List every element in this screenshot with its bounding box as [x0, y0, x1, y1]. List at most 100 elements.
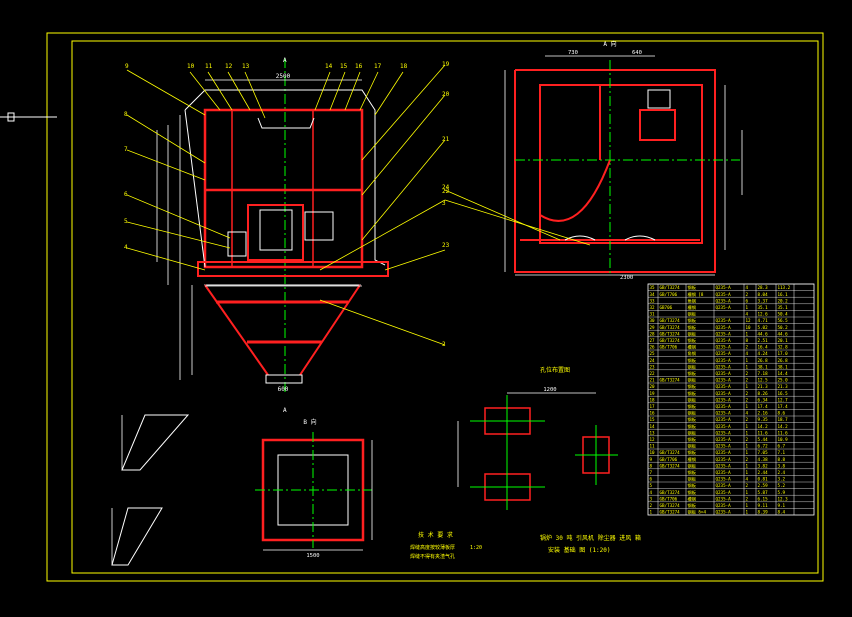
dim-top-width: 2500: [276, 73, 291, 80]
table-cell: Q235-A: [716, 470, 732, 475]
part-18: 18: [400, 63, 408, 70]
table-cell: GB/T3274: [660, 318, 681, 323]
table-cell: 2: [746, 345, 749, 350]
leader-8: [126, 114, 206, 164]
dim-outlet: 600: [278, 386, 289, 393]
table-cell: 19: [650, 391, 656, 396]
table-cell: 1: [746, 424, 749, 429]
leader-18: [374, 71, 404, 116]
table-cell: 4: [746, 477, 749, 482]
table-cell: 4: [746, 312, 749, 317]
table-cell: 6.72: [758, 444, 769, 449]
table-cell: 1: [746, 503, 749, 508]
view-a-inner-box: [539, 84, 703, 244]
table-cell: 钢板 δ=4: [688, 509, 707, 516]
part-11: 11: [205, 63, 213, 70]
table-cell: 14: [650, 424, 656, 429]
tech-title: 技 术 要 求: [418, 531, 453, 539]
hopper-left-wall: [204, 284, 269, 376]
table-cell: 50.4: [778, 312, 789, 317]
table-cell: 钢板: [688, 363, 697, 370]
table-cell: 钢板: [688, 436, 697, 443]
table-cell: GB/T706: [660, 292, 678, 297]
table-cell: 5.9: [778, 490, 786, 495]
table-cell: 1: [746, 305, 749, 310]
table-cell: 11: [650, 444, 656, 449]
table-cell: 6.7: [778, 444, 786, 449]
leader-5: [126, 221, 231, 249]
part-9: 9: [125, 63, 129, 70]
leader-9: [126, 69, 206, 116]
table-cell: 16.5: [778, 391, 789, 396]
part-2: 2: [442, 341, 446, 348]
table-cell: 14.4: [778, 371, 789, 376]
table-cell: 3: [650, 496, 653, 501]
leader-19: [361, 64, 446, 161]
table-cell: Q235-A: [716, 483, 732, 488]
table-cell: GB/T3274: [660, 450, 681, 455]
leader-7: [126, 149, 206, 181]
table-cell: 12.7: [778, 397, 789, 402]
table-cell: 9: [650, 457, 653, 462]
table-cell: 16.1: [778, 292, 789, 297]
hopper-right-wall: [299, 284, 361, 376]
table-cell: 2: [746, 292, 749, 297]
table-cell: Q235-A: [716, 338, 732, 343]
table-cell: 21.3: [758, 384, 769, 389]
table-cell: Q235-A: [716, 397, 732, 402]
table-cell: 1: [746, 404, 749, 409]
leader-20: [361, 94, 446, 196]
table-cell: 4.71: [758, 318, 769, 323]
table-cell: 2.16: [758, 411, 769, 416]
table-cell: 12.6: [758, 312, 769, 317]
table-cell: Q235-A: [716, 351, 732, 356]
view-a-dim-width: 2300: [620, 275, 633, 281]
table-cell: 2: [650, 503, 653, 508]
table-cell: Q235-A: [716, 444, 732, 449]
hopper-outline: [204, 284, 361, 376]
part-22: 22: [442, 188, 450, 195]
part-13: 13: [242, 63, 250, 70]
leader-13: [244, 71, 266, 119]
part-15: 15: [340, 63, 348, 70]
table-cell: 槽钢: [688, 344, 696, 351]
table-cell: Q235-A: [716, 292, 732, 297]
leader-23: [384, 249, 446, 271]
table-cell: 15: [650, 417, 656, 422]
table-cell: 钢板: [688, 423, 697, 430]
table-cell: 2.51: [758, 338, 769, 343]
table-cell: Q235-A: [716, 298, 732, 303]
table-cell: 钢板: [688, 429, 697, 436]
table-cell: 11.6: [758, 430, 769, 435]
view-a-arcs: [564, 235, 656, 241]
table-cell: 8.8: [778, 457, 786, 462]
table-cell: 钢板: [688, 377, 697, 384]
casing-left-slope: [184, 109, 206, 268]
table-cell: 4.24: [758, 351, 769, 356]
table-cell: 1: [746, 384, 749, 389]
table-cell: Q235-A: [716, 305, 732, 310]
table-cell: 21: [650, 378, 656, 383]
view-b-title: B 向: [303, 418, 316, 426]
table-cell: Q235-A: [716, 463, 732, 468]
gusset-a: [121, 414, 190, 471]
table-cell: 32.8: [778, 345, 789, 350]
part-8: 8: [124, 111, 128, 118]
table-cell: 1: [746, 510, 749, 515]
table-cell: 56.5: [778, 318, 789, 323]
table-cell: 9.35: [758, 417, 769, 422]
table-cell: 1: [746, 364, 749, 369]
table-cell: 26.8: [758, 358, 769, 363]
leader-14: [314, 71, 331, 111]
table-cell: 35.1: [778, 305, 789, 310]
table-cell: 31: [650, 312, 656, 317]
table-cell: 钢板: [688, 489, 697, 496]
table-cell: 11.6: [778, 430, 789, 435]
table-cell: 钢板: [688, 330, 697, 337]
part-4: 4: [124, 244, 128, 251]
tech-line-1: 焊缝高度按较薄板厚: [410, 544, 455, 551]
part-3: 3: [442, 200, 446, 207]
table-cell: Q235-A: [716, 378, 732, 383]
